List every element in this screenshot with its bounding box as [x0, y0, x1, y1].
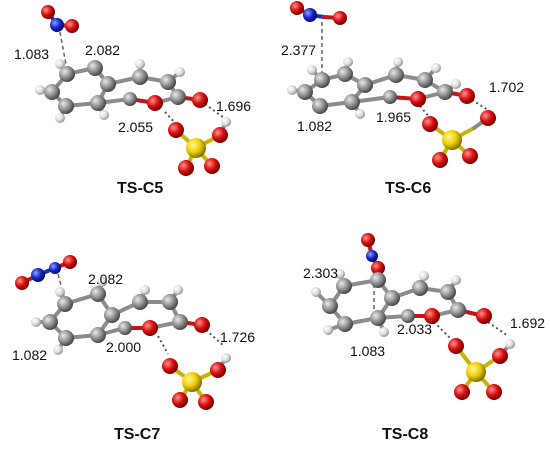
panel-title: TS-C5: [117, 180, 163, 197]
molecule-ts-c5: [35, 5, 231, 176]
distance-label: 1.965: [376, 109, 411, 125]
distance-label: 2.303: [303, 265, 338, 281]
panel-title: TS-C6: [385, 180, 431, 197]
distance-label: 2.377: [281, 42, 316, 58]
distance-label: 2.055: [118, 119, 153, 135]
molecule-ts-c8: [311, 233, 515, 400]
distance-label: 1.083: [14, 46, 49, 62]
panel-title: TS-C7: [114, 426, 160, 443]
panel-title: TS-C8: [382, 426, 428, 443]
distance-label: 2.033: [397, 321, 432, 337]
distance-label: 2.082: [88, 271, 123, 287]
distance-label: 1.692: [510, 315, 545, 331]
panel-ts-c5: 1.083 2.082 2.055 1.696 TS-C5: [14, 5, 251, 197]
distance-label: 2.000: [106, 339, 141, 355]
molecule-ts-c7: [15, 255, 231, 410]
molecule-ts-c6: [287, 1, 496, 168]
distance-label: 1.082: [297, 118, 332, 134]
distance-label: 1.696: [216, 98, 251, 114]
panel-ts-c6: 2.377 1.082 1.965 1.702 TS-C6: [281, 1, 524, 197]
distance-label: 2.082: [85, 42, 120, 58]
distance-label: 1.083: [350, 343, 385, 359]
panel-ts-c7: 2.082 1.082 2.000 1.726 TS-C7: [12, 255, 255, 443]
distance-label: 1.702: [489, 79, 524, 95]
distance-label: 1.082: [12, 347, 47, 363]
distance-label: 1.726: [220, 329, 255, 345]
panel-ts-c8: 2.303 1.083 2.033 1.692 TS-C8: [303, 233, 545, 443]
